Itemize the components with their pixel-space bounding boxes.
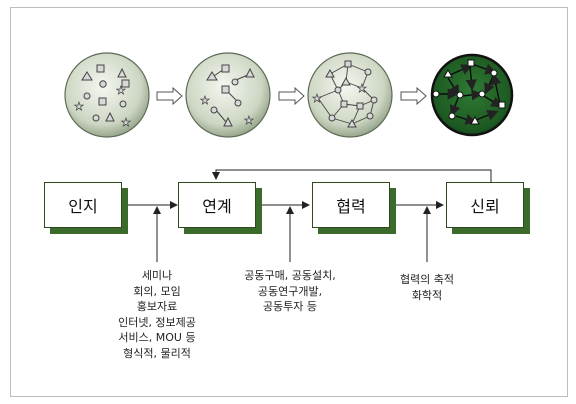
network-circle-1: ★ ★ ★ <box>64 52 150 138</box>
stage-linkage-label: 연계 <box>202 197 232 216</box>
stage-awareness-label: 인지 <box>68 197 98 216</box>
svg-text:★: ★ <box>116 84 126 97</box>
stage-trust-box: 신뢰 <box>446 182 524 228</box>
note-line: 회의, 모임 <box>133 284 181 298</box>
feedback-loop-arrow <box>212 169 492 182</box>
note-line: 공동구매, 공동설치, <box>244 269 336 282</box>
note-line: 형식적, 물리적 <box>123 346 191 360</box>
note-line: 세미나 <box>141 269 173 282</box>
note-line: 화학적 <box>411 288 443 302</box>
progress-arrow-3 <box>400 86 427 106</box>
figure-frame <box>10 7 568 397</box>
note-line: 홍보자료 <box>136 300 178 313</box>
progress-arrow-1 <box>156 86 183 106</box>
stage-trust-label: 신뢰 <box>470 197 500 216</box>
note-line: 공동연구개발, <box>257 284 323 298</box>
stage-linkage-box: 연계 <box>178 182 256 228</box>
note-line: 서비스, MOU 등 <box>118 331 196 344</box>
note-line: 공동투자 등 <box>262 300 318 313</box>
stage-awareness-box: 인지 <box>44 182 122 228</box>
note-line: 협력의 축적 <box>399 273 455 286</box>
network-circle-4 <box>430 53 514 137</box>
stage-cooperation-label: 협력 <box>336 197 366 216</box>
stage-cooperation-box: 협력 <box>312 182 390 228</box>
svg-text:★: ★ <box>74 100 84 113</box>
svg-text:★: ★ <box>200 94 210 107</box>
note-awareness-activities: 세미나 회의, 모임 홍보자료 인터넷, 정보제공 서비스, MOU 등 형식적… <box>112 268 202 361</box>
note-cooperation-activities: 협력의 축적 화학적 <box>392 272 462 303</box>
svg-text:★: ★ <box>244 114 254 127</box>
svg-text:★: ★ <box>121 116 131 129</box>
svg-text:★: ★ <box>312 92 322 105</box>
network-circle-3: ★ ★ <box>307 52 393 138</box>
progress-arrow-2 <box>278 86 305 106</box>
input-arrows <box>153 206 431 262</box>
svg-text:★: ★ <box>357 82 367 95</box>
network-circle-2: ★ ★ <box>185 52 271 138</box>
note-linkage-activities: 공동구매, 공동설치, 공동연구개발, 공동투자 등 <box>232 268 348 315</box>
note-line: 인터넷, 정보제공 <box>118 315 196 329</box>
